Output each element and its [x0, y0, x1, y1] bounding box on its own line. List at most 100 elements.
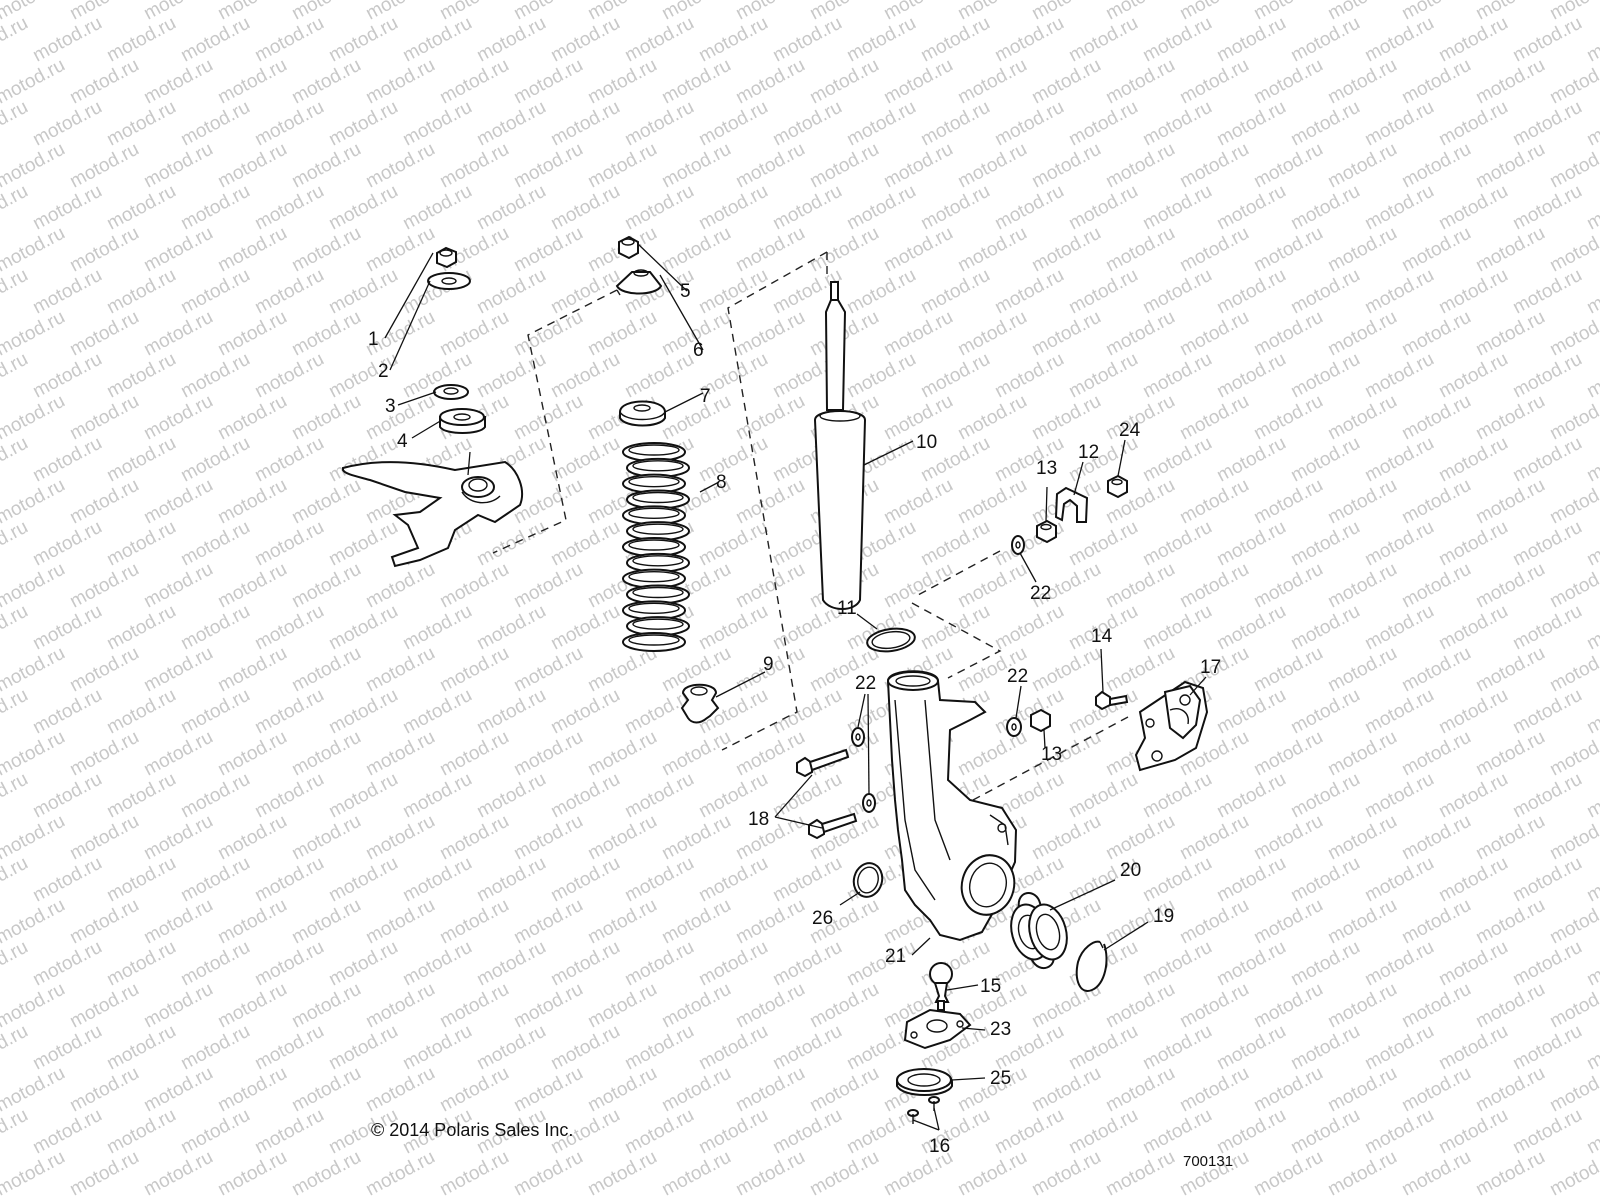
watermark-text: motod.ru: [769, 1105, 845, 1159]
watermark-text: motod.ru: [66, 559, 142, 613]
watermark-text: motod.ru: [103, 769, 179, 823]
watermark-text: motod.ru: [843, 181, 919, 235]
watermark-text: motod.ru: [1435, 265, 1511, 319]
watermark-text: motod.ru: [1065, 349, 1141, 403]
watermark-text: motod.ru: [1509, 517, 1585, 571]
watermark-text: motod.ru: [1102, 391, 1178, 445]
watermark-text: motod.ru: [288, 1147, 364, 1200]
watermark-text: motod.ru: [29, 13, 105, 67]
watermark-text: motod.ru: [1509, 1105, 1585, 1159]
watermark-text: motod.ru: [1324, 559, 1400, 613]
watermark-text: motod.ru: [0, 223, 69, 277]
nut-13-top: [1036, 519, 1057, 544]
watermark-text: motod.ru: [29, 601, 105, 655]
callout-18: 18: [748, 809, 769, 830]
watermark-text: motod.ru: [66, 307, 142, 361]
watermark-text: motod.ru: [1250, 727, 1326, 781]
watermark-text: motod.ru: [658, 0, 734, 24]
watermark-text: motod.ru: [140, 0, 216, 24]
watermark-text: motod.ru: [880, 55, 956, 109]
watermark-text: motod.ru: [1324, 55, 1400, 109]
watermark-text: motod.ru: [917, 601, 993, 655]
watermark-text: motod.ru: [214, 811, 290, 865]
watermark-text: motod.ru: [1398, 1147, 1474, 1200]
watermark-text: motod.ru: [29, 685, 105, 739]
watermark-text: motod.ru: [1176, 979, 1252, 1033]
watermark-text: motod.ru: [0, 1147, 69, 1200]
callout-3: 3: [385, 396, 396, 417]
watermark-text: motod.ru: [769, 685, 845, 739]
watermark-text: motod.ru: [1435, 1021, 1511, 1075]
watermark-text: motod.ru: [621, 853, 697, 907]
callout-5: 5: [680, 281, 691, 302]
watermark-text: motod.ru: [1213, 685, 1289, 739]
watermark-text: motod.ru: [1583, 97, 1600, 151]
watermark-text: motod.ru: [1250, 643, 1326, 697]
watermark-text: motod.ru: [1472, 139, 1548, 193]
watermark-text: motod.ru: [177, 517, 253, 571]
coil-spring-8: [622, 442, 690, 652]
watermark-text: motod.ru: [547, 517, 623, 571]
watermark-text: motod.ru: [177, 937, 253, 991]
watermark-text: motod.ru: [0, 139, 69, 193]
callout-13-mid: 13: [1041, 744, 1062, 765]
watermark-text: motod.ru: [399, 13, 475, 67]
watermark-text: motod.ru: [843, 265, 919, 319]
leader-lines: [384, 243, 1207, 1131]
watermark-text: motod.ru: [177, 601, 253, 655]
watermark-text: motod.ru: [1324, 475, 1400, 529]
watermark-text: motod.ru: [288, 559, 364, 613]
watermark-text: motod.ru: [1287, 181, 1363, 235]
watermark-text: motod.ru: [1509, 1021, 1585, 1075]
spring-coil-inner: [632, 491, 684, 504]
watermark-text: motod.ru: [29, 181, 105, 235]
watermark-text: motod.ru: [177, 1021, 253, 1075]
watermark-text: motod.ru: [399, 97, 475, 151]
watermark-text: motod.ru: [288, 727, 364, 781]
watermark-text: motod.ru: [769, 181, 845, 235]
watermark-text: motod.ru: [1583, 265, 1600, 319]
watermark-text: motod.ru: [140, 643, 216, 697]
watermark-text: motod.ru: [0, 727, 69, 781]
watermark-text: motod.ru: [66, 643, 142, 697]
watermark-text: motod.ru: [954, 139, 1030, 193]
watermark-text: motod.ru: [436, 1147, 512, 1200]
watermark-text: motod.ru: [0, 937, 32, 991]
watermark-text: motod.ru: [547, 853, 623, 907]
watermark-text: motod.ru: [399, 601, 475, 655]
watermark-text: motod.ru: [1435, 601, 1511, 655]
watermark-text: motod.ru: [0, 1021, 32, 1075]
callout-12: 12: [1078, 442, 1099, 463]
watermark-text: motod.ru: [103, 685, 179, 739]
watermark-text: motod.ru: [1398, 1063, 1474, 1117]
watermark-text: motod.ru: [1472, 307, 1548, 361]
watermark-text: motod.ru: [29, 1105, 105, 1159]
watermark-text: motod.ru: [399, 853, 475, 907]
watermark-text: motod.ru: [0, 1063, 69, 1117]
watermark-text: motod.ru: [399, 181, 475, 235]
watermark-text: motod.ru: [1435, 517, 1511, 571]
copyright-notice: © 2014 Polaris Sales Inc.: [371, 1120, 574, 1140]
watermark-text: motod.ru: [806, 0, 882, 24]
watermark-text: motod.ru: [510, 0, 586, 24]
ball-joint-plate-23: [903, 1008, 972, 1050]
watermark-text: motod.ru: [1472, 811, 1548, 865]
spring-cup-7: [619, 400, 666, 427]
watermark-text: motod.ru: [584, 0, 660, 24]
watermark-text: motod.ru: [362, 979, 438, 1033]
watermark-text: motod.ru: [325, 937, 401, 991]
watermark-text: motod.ru: [1102, 0, 1178, 24]
watermark-text: motod.ru: [1287, 685, 1363, 739]
spring-coil-inner: [632, 523, 684, 535]
watermark-text: motod.ru: [1250, 0, 1326, 24]
watermark-text: motod.ru: [1435, 181, 1511, 235]
watermark-text: motod.ru: [917, 349, 993, 403]
watermark-text: motod.ru: [0, 811, 69, 865]
watermark-text: motod.ru: [1435, 937, 1511, 991]
watermark-text: motod.ru: [1509, 181, 1585, 235]
watermark-text: motod.ru: [1213, 97, 1289, 151]
watermark-text: motod.ru: [29, 769, 105, 823]
watermark-text: motod.ru: [843, 97, 919, 151]
watermark-text: motod.ru: [1398, 643, 1474, 697]
watermark-text: motod.ru: [362, 0, 438, 24]
